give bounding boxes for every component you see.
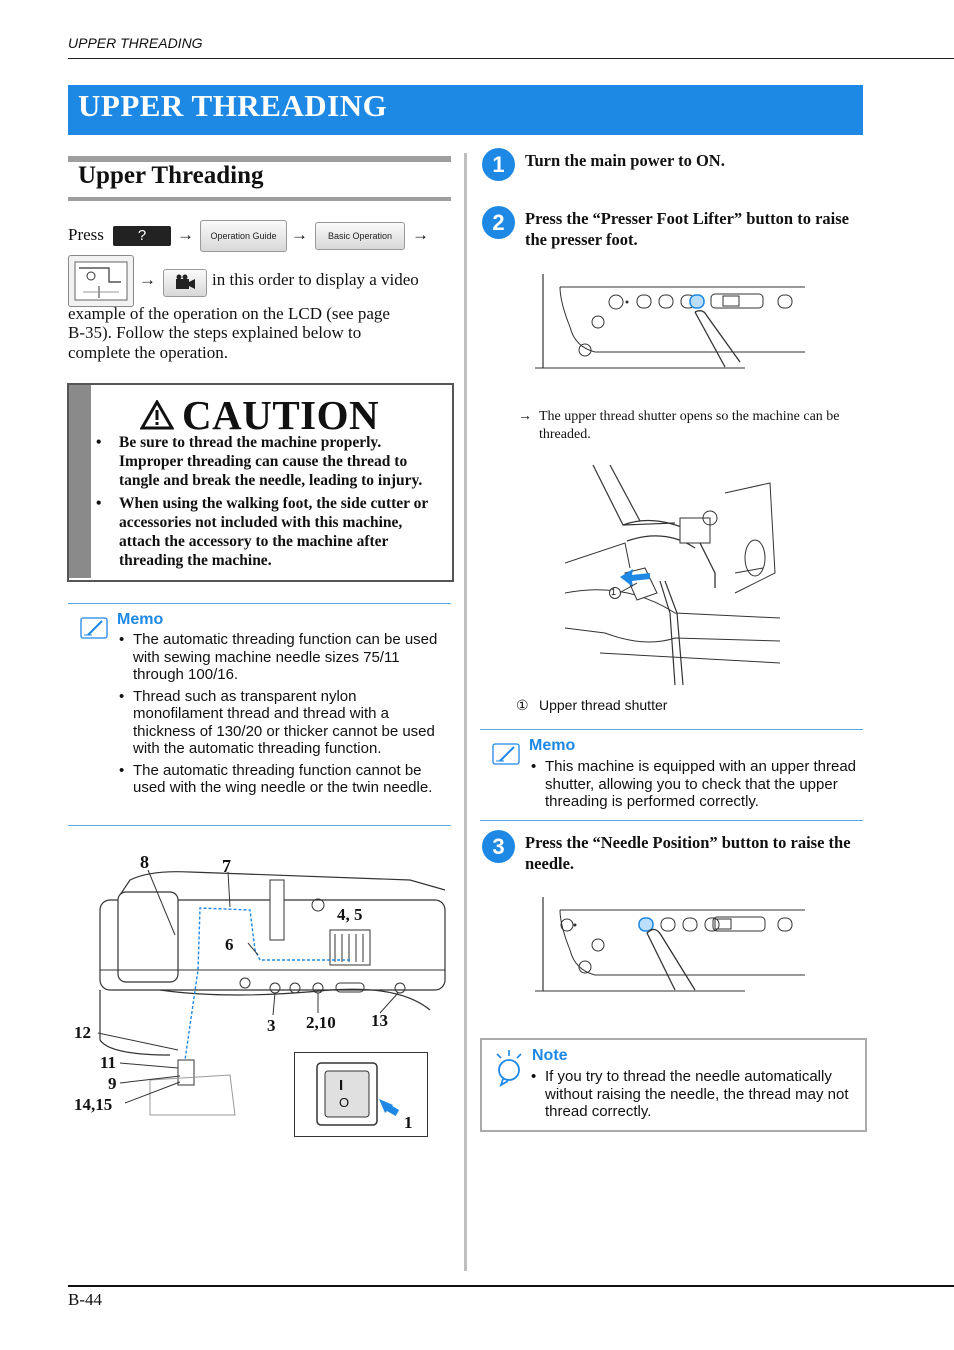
memo-pencil-icon — [492, 743, 520, 765]
caution-strip — [69, 385, 91, 578]
figure-callout-label: Upper thread shutter — [539, 697, 668, 713]
column-divider — [464, 153, 467, 1271]
diagram-label: 11 — [100, 1053, 117, 1072]
presser-foot-lifter-panel-illustration — [535, 274, 805, 369]
memo-item: This machine is equipped with an upper t… — [531, 758, 861, 811]
memo-title: Memo — [529, 737, 576, 754]
intro-line-2: in this order to display a video — [212, 270, 419, 289]
intro-press: Press — [68, 225, 104, 244]
section-bar-bottom — [68, 197, 451, 201]
memo-item: Thread such as transparent nylon monofil… — [119, 688, 449, 758]
step2-result-text: The upper thread shutter opens so the ma… — [539, 409, 840, 442]
arrow-icon: → — [412, 225, 429, 244]
video-camera-icon — [163, 269, 207, 297]
arrow-icon: → — [139, 270, 156, 289]
footer-rule — [68, 1285, 954, 1287]
caution-item: When using the walking foot, the side cu… — [96, 494, 446, 570]
diagram-label: 6 — [225, 935, 234, 954]
diagram-label: 9 — [108, 1074, 117, 1093]
figure-callout-marker: ① — [516, 697, 529, 713]
diagram-label: 12 — [74, 1023, 91, 1042]
memo-rule-bottom — [480, 820, 863, 821]
arrow-icon: → — [177, 225, 194, 244]
step-text-1: Turn the main power to ON. — [525, 151, 725, 170]
note-box — [480, 1038, 867, 1132]
page-number: B-44 — [68, 1290, 102, 1309]
power-switch-inset: I O — [294, 1052, 428, 1137]
diagram-label: 2,10 — [306, 1013, 336, 1032]
section-title: Upper Threading — [78, 162, 264, 189]
switch-on-label: I — [339, 1077, 344, 1094]
intro-line-5: complete the operation. — [68, 343, 229, 362]
header-rule — [68, 58, 954, 59]
memo-title: Memo — [117, 611, 164, 628]
note-title: Note — [532, 1047, 568, 1064]
step-number-2: 2 — [482, 206, 515, 239]
diagram-label: 8 — [140, 852, 149, 872]
upper-thread-shutter-illustration — [565, 464, 780, 685]
step-text-2: Press the “Presser Foot Lifter” button t… — [525, 209, 849, 249]
diagram-label: 3 — [267, 1016, 276, 1035]
running-header: UPPER THREADING — [68, 35, 203, 51]
intro-line-3: example of the operation on the LCD (see… — [68, 304, 390, 323]
section-bar-top — [68, 156, 451, 162]
diagram-label: 14,15 — [74, 1095, 113, 1114]
memo-rule-top — [480, 729, 863, 730]
step-number-3: 3 — [482, 830, 515, 863]
caution-list: Be sure to thread the machine properly. … — [96, 433, 446, 574]
step-number-1: 1 — [482, 148, 515, 181]
arrow-icon: → — [291, 225, 308, 244]
chapter-banner — [68, 85, 863, 135]
caution-item: Be sure to thread the machine properly. … — [96, 433, 446, 490]
memo-list: This machine is equipped with an upper t… — [531, 758, 861, 815]
help-key-button: ? — [113, 226, 171, 246]
upper-threading-thumbnail-icon — [68, 255, 134, 307]
diagram-label: 7 — [222, 856, 231, 876]
threading-path-diagram — [97, 869, 446, 1116]
shutter-callout-number: 1 — [611, 587, 617, 597]
intro-line-4: B-35). Follow the steps explained below … — [68, 323, 362, 342]
caution-title: CAUTION — [182, 392, 380, 438]
needle-position-panel-illustration — [535, 897, 805, 992]
memo-rule-top — [68, 603, 451, 604]
diagram-label: 4, 5 — [337, 905, 363, 924]
basic-operation-key-button: Basic Operation — [315, 222, 405, 250]
note-lightbulb-icon — [496, 1050, 522, 1087]
diagram-label: 1 — [404, 1113, 413, 1132]
note-item: If you try to thread the needle automati… — [531, 1068, 861, 1121]
memo-list: The automatic threading function can be … — [119, 631, 449, 801]
switch-off-label: O — [339, 1095, 350, 1110]
memo-item: The automatic threading function cannot … — [119, 762, 449, 797]
memo-pencil-icon — [80, 617, 108, 639]
diagram-label: 13 — [371, 1011, 388, 1030]
result-arrow: → — [518, 409, 532, 424]
memo-item: The automatic threading function can be … — [119, 631, 449, 684]
operation-guide-key-button: Operation Guide — [200, 220, 287, 252]
chapter-title: UPPER THREADING — [78, 88, 388, 123]
note-list: If you try to thread the needle automati… — [531, 1068, 861, 1125]
step-text-3: Press the “Needle Position” button to ra… — [525, 833, 851, 873]
warning-triangle-icon — [140, 400, 174, 430]
memo-rule-bottom — [68, 825, 451, 826]
